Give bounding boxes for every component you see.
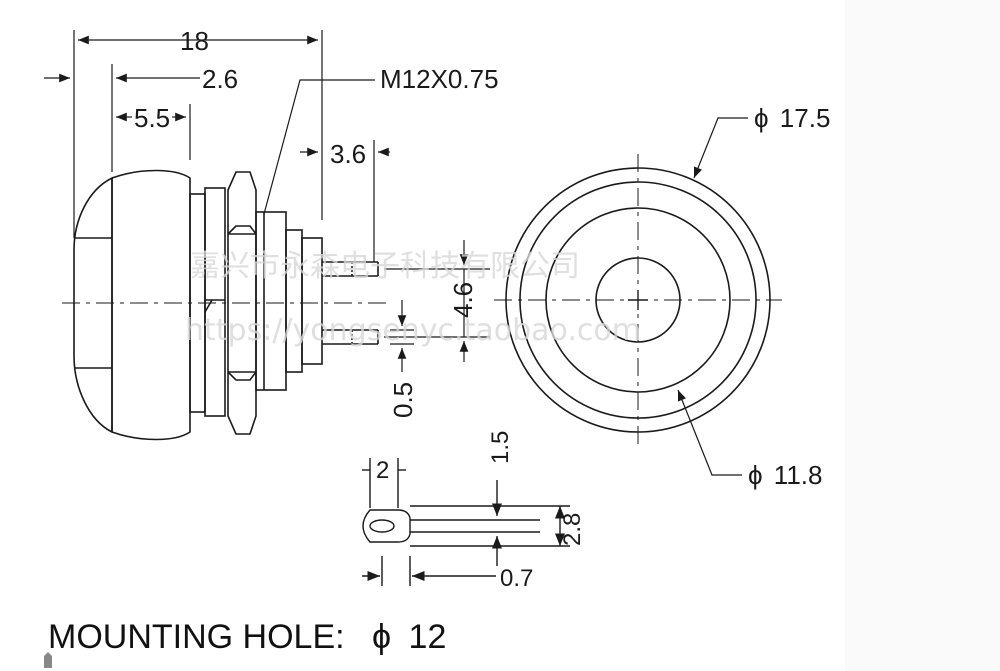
svg-text:MOUNTING HOLE: ϕ: MOUNTING HOLE: ϕ 12 xyxy=(48,618,446,656)
watermark-url: https://yongsenyc.taobao.com xyxy=(185,313,641,348)
phi-symbol: ϕ xyxy=(754,103,769,133)
side-view-dimensions xyxy=(44,30,490,372)
label-terminal-tip: 1.5 xyxy=(487,431,514,464)
dimension-labels: 18 2.6 5.5 M12X0.75 3.6 4.6 0.5 ϕ 17.5 ϕ… xyxy=(134,26,830,592)
label-terminal-length: 3.6 xyxy=(330,139,366,169)
watermark-company: 嘉兴市永森电子科技有限公司 xyxy=(190,249,580,284)
label-terminal-hole: 0.7 xyxy=(500,565,533,592)
terminal-hole xyxy=(369,519,395,533)
label-outer-diameter: ϕ 17.5 xyxy=(754,103,830,133)
hex-nut xyxy=(227,171,257,435)
mounting-hole-note: MOUNTING HOLE: ϕ 12 xyxy=(48,618,446,656)
front-view xyxy=(494,154,782,446)
label-overall-length: 18 xyxy=(180,26,209,56)
right-margin xyxy=(845,0,1000,671)
cap-body xyxy=(111,169,191,441)
mounting-hole-label: MOUNTING HOLE: xyxy=(48,618,345,656)
watermark: 嘉兴市永森电子科技有限公司 https://yongsenyc.taobao.c… xyxy=(185,249,641,348)
label-cap-offset: 2.6 xyxy=(202,64,238,94)
label-terminal-height: 2.8 xyxy=(559,513,586,546)
label-cap-length: 5.5 xyxy=(134,103,170,133)
label-thread: M12X0.75 xyxy=(380,64,499,94)
corner-mark-icon xyxy=(44,652,52,668)
button-cap xyxy=(73,176,113,434)
mounting-hole-value: 12 xyxy=(409,618,447,656)
terminal-tab xyxy=(362,509,411,543)
phi-symbol: ϕ xyxy=(748,460,763,490)
threaded-shank xyxy=(255,211,287,391)
front-view-dimensions xyxy=(677,117,748,476)
terminal-detail xyxy=(362,458,570,586)
terminals xyxy=(322,261,379,345)
phi-symbol: ϕ xyxy=(372,618,391,656)
label-terminal-thickness: 0.5 xyxy=(388,382,418,418)
label-inner-diameter: ϕ 11.8 xyxy=(748,460,822,490)
label-terminal-spacing: 4.6 xyxy=(448,282,478,318)
side-view xyxy=(62,169,392,441)
label-terminal-width: 2 xyxy=(376,457,389,484)
